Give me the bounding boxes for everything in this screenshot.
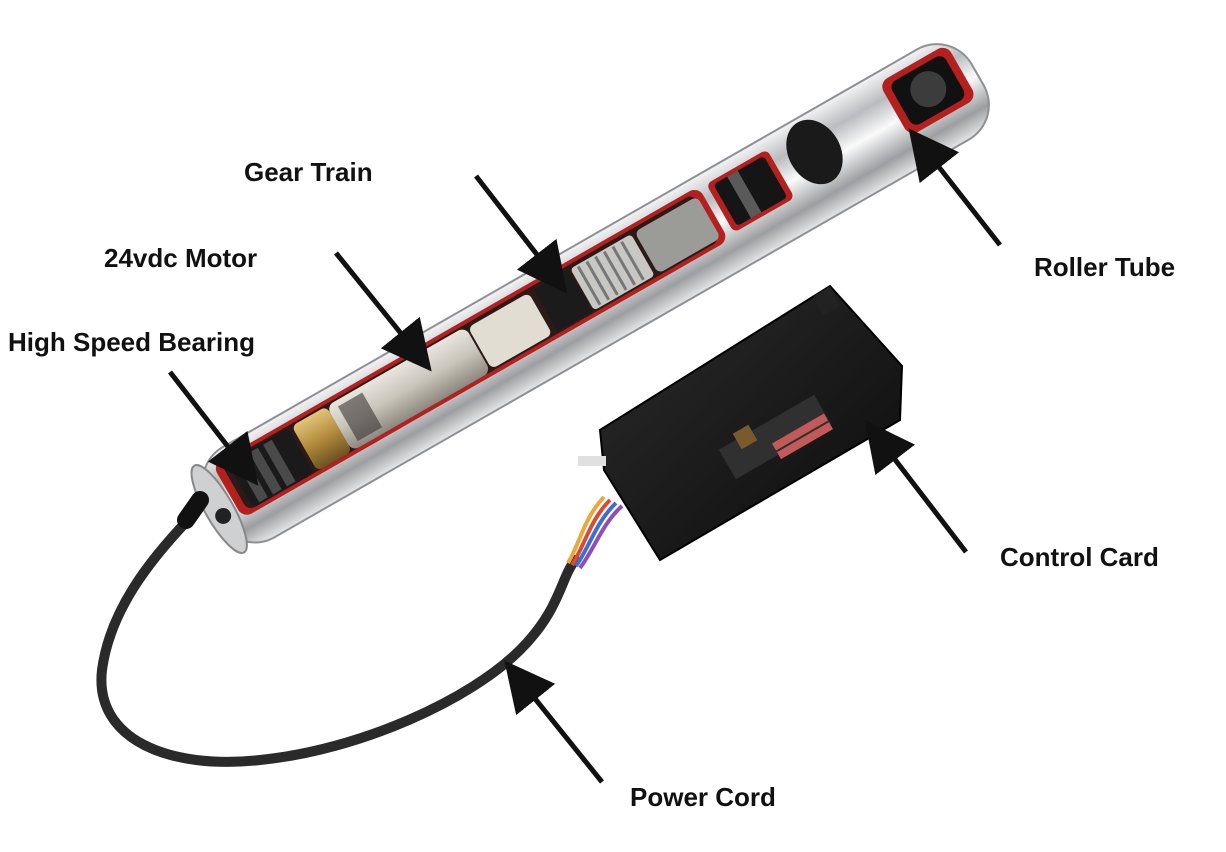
motor [329, 294, 551, 449]
card-connector [718, 394, 832, 480]
label-control-card: Control Card [1000, 542, 1159, 572]
label-power-cord: Power Cord [630, 782, 776, 812]
wire-bundle [566, 495, 624, 570]
arrow-motor [334, 251, 432, 372]
roller-tube [190, 43, 990, 554]
motor-endcap [293, 408, 350, 470]
label-gear-train: Gear Train [244, 157, 373, 187]
arrow-power-cord [504, 660, 604, 784]
label-roller-tube: Roller Tube [1034, 252, 1176, 282]
arrow-bearing [168, 370, 259, 486]
power-cord [96, 515, 580, 767]
label-high-speed-bearing: High Speed Bearing [8, 327, 256, 357]
arrow-gear-train [474, 174, 568, 294]
arrow-control-card [864, 420, 968, 554]
label-motor: 24vdc Motor [104, 243, 258, 273]
callout-arrows [168, 128, 1002, 784]
connector-pins [772, 413, 833, 460]
arrow-roller-tube [908, 128, 1002, 247]
control-card [578, 284, 904, 562]
cord-strain-relief [177, 491, 209, 529]
